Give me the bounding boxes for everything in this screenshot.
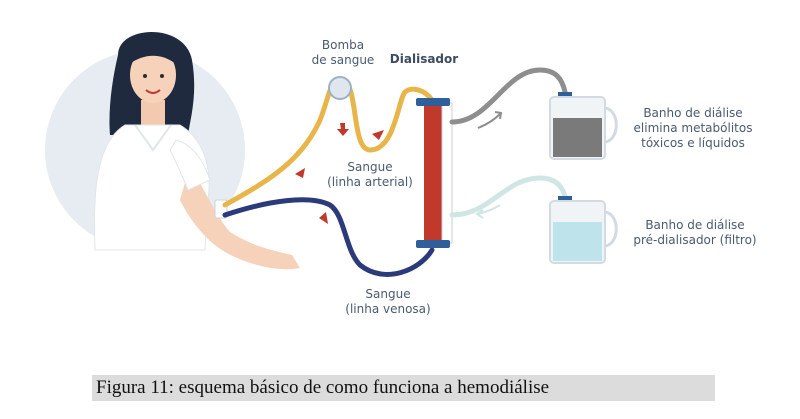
waste-bath-label-line: elimina metabólitos: [633, 121, 753, 135]
waste-tube: [449, 67, 568, 125]
flow-arrow-icon: [295, 168, 305, 178]
arterial-line: [222, 78, 435, 208]
pump-label-line: de sangue: [311, 53, 375, 67]
clean-bath-label-line: pré-dialisador (filtro): [633, 233, 757, 247]
clean-flow-arrow-icon: [475, 204, 501, 219]
waste-dialysate-container-icon: [549, 92, 618, 160]
flow-arrow-icon: [372, 130, 384, 140]
patient-figure: [93, 31, 300, 270]
flow-arrows: [295, 123, 384, 224]
blood-pump-icon: [328, 76, 352, 100]
clean-dialysate-tube: [449, 175, 568, 218]
arterial-label-line: (linha arterial): [327, 175, 413, 189]
waste-bath-label-line: Banho de diálise: [643, 106, 743, 120]
figure-caption: Figura 11: esquema básico de como funcio…: [92, 375, 715, 401]
arterial-label-line: Sangue: [347, 160, 393, 174]
waste-bath-label-line: tóxicos e líquidos: [641, 136, 745, 150]
clean-bath-label-line: Banho de diálise: [645, 218, 745, 232]
clean-dialysate-container-icon: [549, 196, 618, 264]
clean-bath-label: Banho de diálise pré-dialisador (filtro): [620, 218, 770, 248]
venous-label-line: Sangue: [365, 287, 411, 301]
dialyzer-icon: [416, 98, 453, 248]
venous-line-label: Sangue (linha venosa): [338, 287, 438, 317]
waste-flow-arrow-icon: [477, 111, 503, 129]
venous-line: [222, 197, 435, 277]
pump-label-line: Bomba: [321, 38, 365, 52]
dialyzer-label: Dialisador: [389, 52, 459, 66]
flow-arrow-icon: [319, 212, 328, 224]
pump-label: Bomba de sangue: [300, 38, 386, 68]
arterial-line-label: Sangue (linha arterial): [320, 160, 420, 190]
venous-label-line: (linha venosa): [345, 302, 431, 316]
flow-arrow-icon: [337, 123, 349, 136]
waste-bath-label: Banho de diálise elimina metabólitos tóx…: [618, 106, 768, 151]
